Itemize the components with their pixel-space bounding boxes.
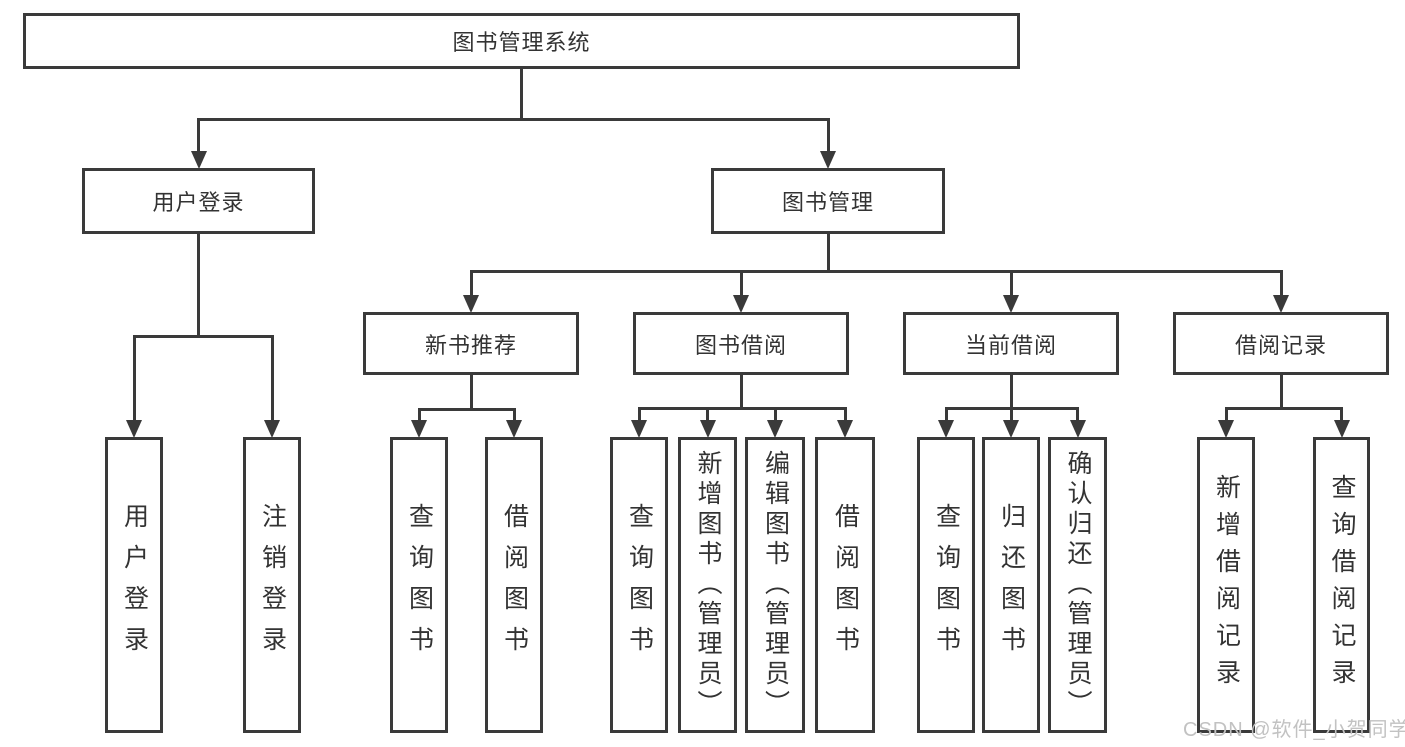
- arrowhead-icon: [733, 295, 749, 313]
- connector-line: [1224, 407, 1228, 422]
- node-br-add: 新增借阅记录: [1197, 437, 1255, 733]
- node-label: 图书管理系统: [452, 30, 591, 55]
- node-label: 查询图书: [625, 503, 654, 667]
- node-label: 新增图书（管理员）: [694, 450, 722, 720]
- connector-line: [469, 270, 1283, 273]
- connector-line: [706, 407, 709, 422]
- arrowhead-icon: [506, 420, 522, 438]
- node-cb-confirm: 确认归还（管理员）: [1048, 437, 1107, 733]
- arrowhead-icon: [190, 151, 207, 169]
- node-label: 新增借阅记录: [1212, 474, 1241, 696]
- connector-line: [637, 407, 847, 410]
- node-label: 借阅记录: [1234, 332, 1327, 358]
- node-borrow-record: 借阅记录: [1173, 312, 1389, 375]
- connector-line: [826, 234, 830, 270]
- node-book-borrow: 图书借阅: [633, 312, 849, 375]
- connector-line: [197, 234, 200, 335]
- arrowhead-icon: [1333, 420, 1350, 438]
- node-label: 查询图书: [932, 503, 961, 667]
- node-cb-return: 归还图书: [982, 437, 1040, 733]
- connector-line: [197, 118, 200, 153]
- connector-line: [270, 335, 274, 422]
- connector-line: [417, 408, 421, 422]
- node-label: 图书管理: [781, 190, 874, 215]
- arrowhead-icon: [411, 420, 427, 438]
- connector-line: [132, 335, 274, 338]
- node-nb-query: 查询图书: [390, 437, 448, 733]
- node-user-login: 用户登录: [82, 168, 315, 234]
- node-cb-query: 查询图书: [917, 437, 975, 733]
- node-label: 归还图书: [997, 503, 1026, 667]
- node-label: 用户登录: [120, 503, 149, 667]
- node-bb-query: 查询图书: [610, 437, 668, 733]
- node-label: 编辑图书（管理员）: [761, 450, 790, 720]
- node-label: 查询图书: [405, 503, 434, 667]
- node-label: 确认归还（管理员）: [1064, 450, 1092, 720]
- node-bb-borrow: 借阅图书: [815, 437, 875, 733]
- node-nb-borrow: 借阅图书: [485, 437, 543, 733]
- arrowhead-icon: [1003, 420, 1019, 438]
- connector-line: [1340, 407, 1343, 422]
- connector-line: [1279, 270, 1283, 297]
- connector-line: [417, 408, 516, 411]
- node-current-borrow: 当前借阅: [903, 312, 1119, 375]
- connector-line: [469, 375, 473, 408]
- arrowhead-icon: [631, 420, 647, 438]
- connector-line: [944, 407, 948, 422]
- node-bb-edit: 编辑图书（管理员）: [745, 437, 805, 733]
- connector-line: [512, 408, 516, 422]
- node-label: 借阅图书: [831, 503, 860, 667]
- node-logout: 注销登录: [243, 437, 301, 733]
- arrowhead-icon: [463, 295, 479, 313]
- connector-line: [843, 407, 847, 422]
- node-label: 用户登录: [152, 190, 245, 215]
- arrowhead-icon: [1003, 295, 1019, 313]
- connector-line: [197, 118, 830, 121]
- arrowhead-icon: [1218, 420, 1234, 438]
- node-label: 查询借阅记录: [1328, 474, 1356, 696]
- connector-line: [1224, 407, 1343, 410]
- arrowhead-icon: [820, 151, 836, 169]
- connector-line: [826, 118, 830, 153]
- arrowhead-icon: [767, 420, 783, 438]
- connector-line: [739, 270, 743, 297]
- watermark: CSDN @软件_小贺同学: [1183, 719, 1405, 741]
- arrowhead-icon: [264, 420, 280, 438]
- arrowhead-icon: [837, 420, 853, 438]
- arrowhead-icon: [126, 420, 142, 438]
- arrowhead-icon: [1273, 295, 1289, 313]
- node-label: 当前借阅: [964, 332, 1057, 358]
- connector-line: [739, 375, 743, 407]
- node-label: 借阅图书: [500, 503, 529, 667]
- arrowhead-icon: [699, 420, 716, 438]
- connector-line: [132, 335, 136, 422]
- connector-line: [520, 69, 523, 118]
- node-bb-add: 新增图书（管理员）: [678, 437, 737, 733]
- connector-line: [1009, 270, 1013, 297]
- arrowhead-icon: [1069, 420, 1086, 438]
- connector-line: [1009, 375, 1013, 407]
- node-label: 新书推荐: [424, 332, 517, 358]
- connector-line: [1076, 407, 1079, 422]
- node-new-book: 新书推荐: [363, 312, 579, 375]
- node-book-mgmt: 图书管理: [711, 168, 945, 234]
- connector-line: [1279, 375, 1283, 407]
- connector-line: [637, 407, 641, 422]
- node-login: 用户登录: [105, 437, 163, 733]
- connector-line: [1009, 407, 1013, 422]
- arrowhead-icon: [938, 420, 954, 438]
- node-label: 注销登录: [258, 503, 287, 667]
- node-root: 图书管理系统: [23, 13, 1020, 69]
- node-label: 图书借阅: [694, 332, 787, 358]
- connector-line: [773, 407, 777, 422]
- node-br-query: 查询借阅记录: [1313, 437, 1370, 733]
- connector-line: [469, 270, 473, 297]
